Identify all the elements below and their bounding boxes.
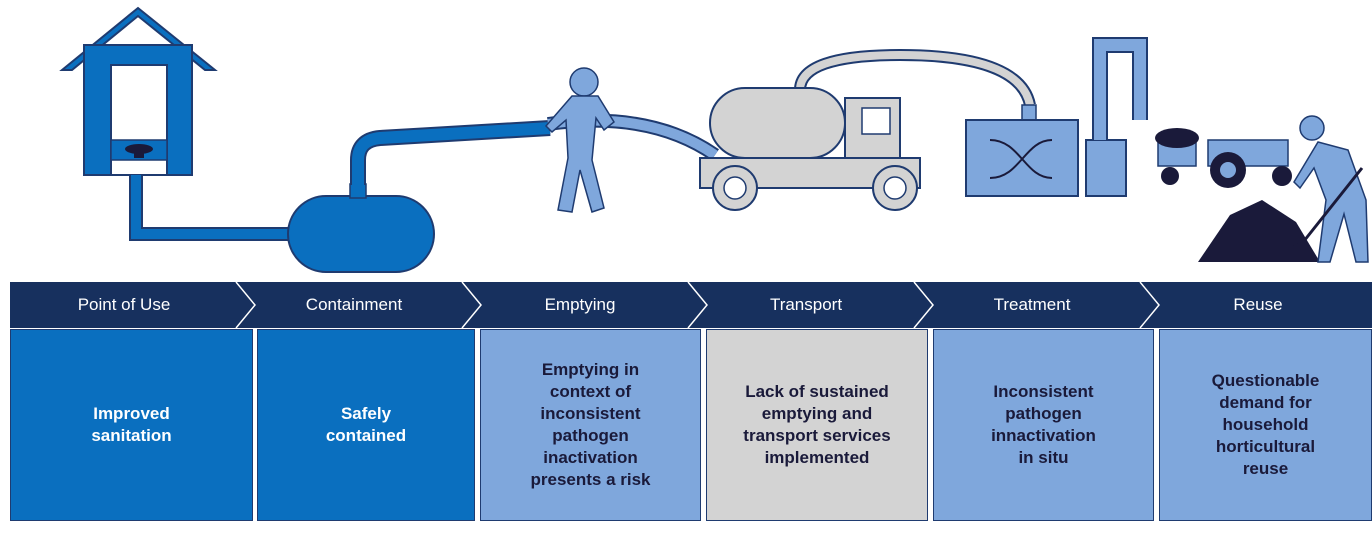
vacuum-truck-icon [699, 48, 1036, 211]
stage-header-treatment: Treatment [993, 295, 1071, 314]
stage-header-emptying: Emptying [544, 295, 616, 314]
tank-icon [287, 120, 551, 273]
stage-box-point-of-use: Improved sanitation [10, 329, 253, 521]
worker-hose-icon [544, 67, 719, 213]
stage-box-containment: Safely contained [257, 329, 475, 521]
stage-box-transport: Lack of sustained emptying and transport… [706, 329, 928, 521]
stage-box-treatment: Inconsistent pathogen innactivation in s… [933, 329, 1154, 521]
stage-box-reuse: Questionable demand for household hortic… [1159, 329, 1372, 521]
stage-header-bar [10, 282, 1372, 328]
stage-header-containment: Containment [305, 295, 403, 314]
latrine-icon [59, 6, 300, 241]
stage-description: Improved sanitation [91, 403, 172, 445]
stage-box-emptying: Emptying in context of inconsistent path… [480, 329, 701, 521]
stage-header-transport: Transport [769, 295, 843, 314]
stage-header-reuse: Reuse [1233, 295, 1283, 314]
treatment-plant-icon [965, 37, 1148, 197]
tractor-shovel-icon [1155, 115, 1369, 263]
stage-description: Safely contained [325, 403, 407, 445]
sanitation-chain-illustration [59, 6, 1369, 273]
stage-header-point-of-use: Point of Use [77, 295, 171, 314]
stage-description: Emptying in context of inconsistent path… [530, 359, 651, 490]
stage-description: Inconsistent pathogen innactivation in s… [991, 381, 1096, 468]
stage-description: Questionable demand for household hortic… [1211, 370, 1320, 479]
stage-description: Lack of sustained emptying and transport… [743, 381, 891, 468]
